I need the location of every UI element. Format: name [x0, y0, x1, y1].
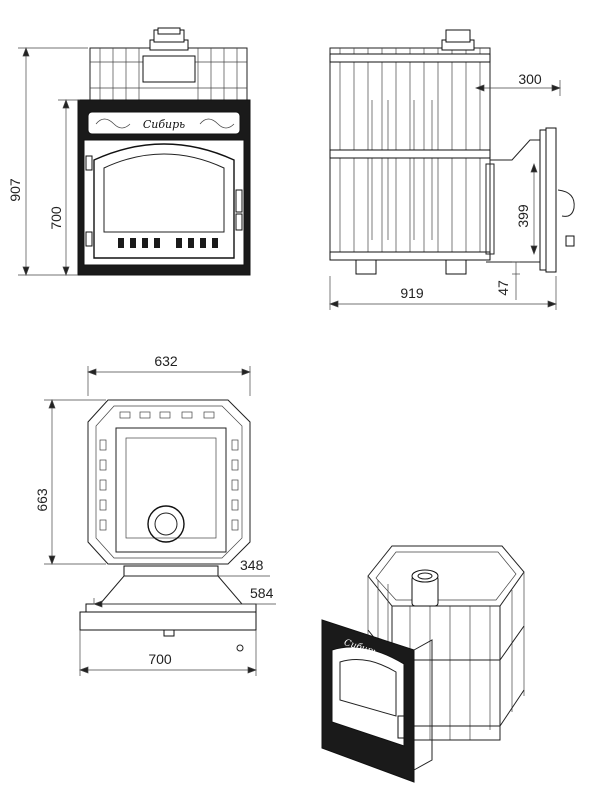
dim-front-panel-height: 700: [48, 206, 64, 230]
dim-top-body-width: 632: [154, 353, 178, 369]
front-view: Сибирь 907 700: [7, 27, 251, 276]
dim-top-panel-width: 700: [148, 651, 172, 667]
iso-view: Сибирь: [321, 545, 525, 783]
dim-front-height-overall: 907: [7, 178, 23, 202]
dim-side-width-overall: 919: [400, 285, 424, 301]
dim-side-flue-offset: 300: [518, 71, 542, 87]
flue-pipe-icon: [157, 27, 181, 35]
iso-handle-icon: [397, 715, 405, 739]
iso-flue-icon: [411, 569, 439, 607]
dim-side-door-height: 399: [515, 204, 531, 228]
top-flue-icon: [147, 505, 185, 543]
dim-side-leg-height: 47: [495, 280, 511, 296]
dim-top-base-upper: 348: [240, 557, 264, 573]
side-handle-icon: [557, 189, 575, 247]
door-handle-icon: [235, 189, 243, 231]
top-view: 632 663 348 584 700: [34, 353, 276, 676]
dim-top-base-lower: 584: [250, 585, 274, 601]
side-view: 300 399 47 919: [329, 29, 575, 310]
front-brand-script: Сибирь: [143, 118, 185, 131]
dim-top-body-depth: 663: [34, 488, 50, 512]
